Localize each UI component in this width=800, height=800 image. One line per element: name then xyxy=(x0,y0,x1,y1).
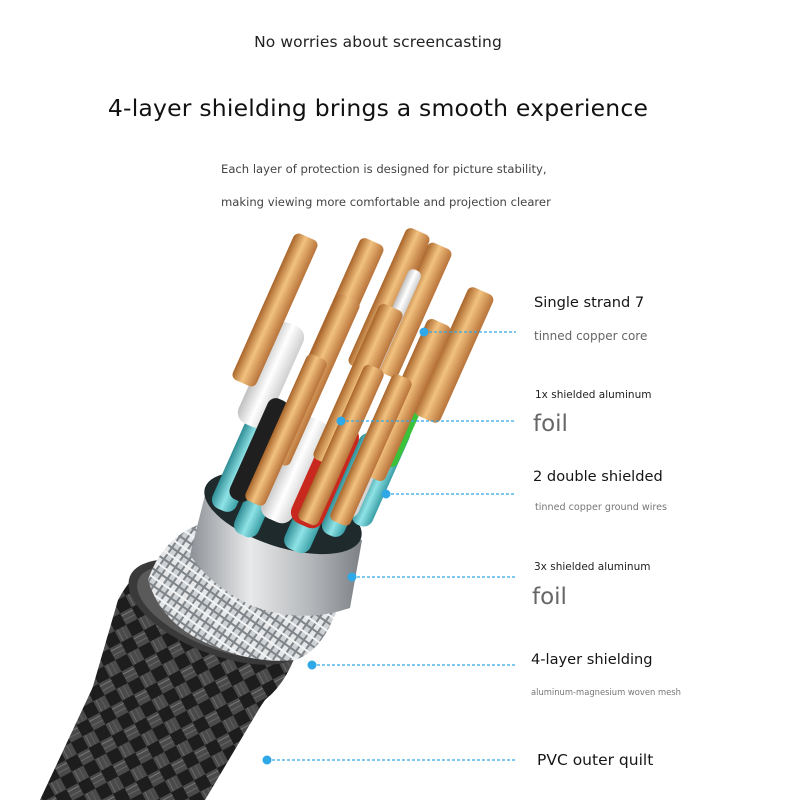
callout-dot-foil-3 xyxy=(347,572,357,582)
callout-ground-title: 2 double shielded xyxy=(533,468,663,485)
callout-lines xyxy=(262,327,516,765)
page-title: 4-layer shielding brings a smooth experi… xyxy=(107,94,649,122)
callout-dot-jacket xyxy=(262,755,272,765)
callout-core-detail: tinned copper core xyxy=(534,329,648,343)
callout-dot-mesh xyxy=(307,660,317,670)
callout-foil-1-detail: foil xyxy=(533,411,568,437)
description-line-1: Each layer of protection is designed for… xyxy=(221,162,547,176)
description-line-2: making viewing more comfortable and proj… xyxy=(221,195,551,209)
callout-mesh-detail: aluminum-magnesium woven mesh xyxy=(531,687,681,697)
callout-core-title: Single strand 7 xyxy=(534,294,645,311)
callout-ground-detail: tinned copper ground wires xyxy=(535,502,667,513)
callout-dot-core xyxy=(419,327,429,337)
callout-foil-3-detail: foil xyxy=(532,584,567,610)
callout-foil-3-title: 3x shielded aluminum xyxy=(534,561,651,573)
callout-mesh-title: 4-layer shielding xyxy=(531,651,653,668)
callout-dot-ground xyxy=(381,489,391,499)
callout-jacket-title: PVC outer quilt xyxy=(537,751,654,769)
callout-dot-foil-1 xyxy=(336,416,346,426)
tinned-copper-strands xyxy=(232,228,494,526)
eyebrow-text: No worries about screencasting xyxy=(254,33,502,51)
callout-foil-1-title: 1x shielded aluminum xyxy=(535,389,652,401)
